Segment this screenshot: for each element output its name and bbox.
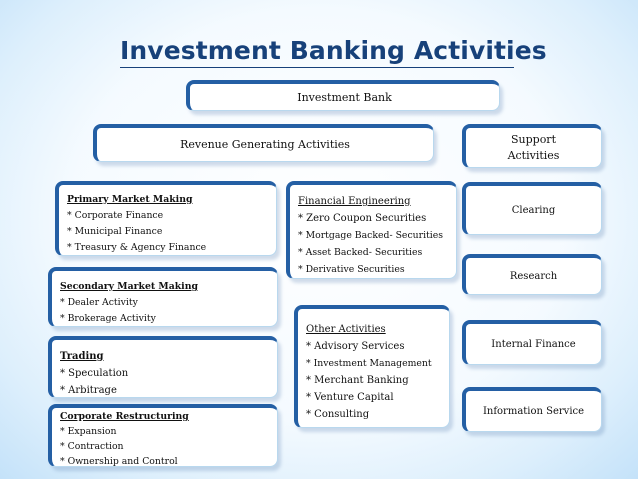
primary-market-item: * Treasury & Agency Finance [67,242,207,253]
financial-engineering-box: Financial Engineering * Zero Coupon Secu… [286,181,457,279]
support-item-label: Clearing [511,204,556,216]
other-activities-item: * Advisory Services [306,341,405,352]
support-item-label: Internal Finance [491,338,576,350]
primary-market-heading: Primary Market Making [67,194,193,205]
corporate-restructuring-box: Corporate Restructuring * Expansion * Co… [48,404,278,467]
revenue-label: Revenue Generating Activities [180,138,350,151]
financial-engineering-item: * Asset Backed- Securities [298,247,423,258]
title-underline [120,67,514,68]
support-item-label: Information Service [482,405,585,417]
primary-market-item: * Corporate Finance [67,210,164,221]
trading-heading: Trading [60,351,104,362]
secondary-market-heading: Secondary Market Making [60,281,198,292]
corporate-restructuring-item: * Ownership and Control [60,456,178,467]
other-activities-item: * Merchant Banking [306,375,409,386]
financial-engineering-item: * Mortgage Backed- Securities [298,230,444,241]
financial-engineering-item: * Derivative Securities [298,264,405,275]
page-title: Investment Banking Activities [120,36,547,65]
trading-item: * Speculation [60,368,129,379]
support-label-line1: Support [510,132,556,146]
support-item-label: Research [509,270,558,282]
other-activities-box: Other Activities * Advisory Services * I… [294,305,450,428]
primary-market-item: * Municipal Finance [67,226,163,237]
root-label: Investment Bank [297,90,392,104]
other-activities-item: * Venture Capital [306,392,394,403]
support-item-internal-finance: Internal Finance [462,320,602,365]
trading-item: * Arbitrage [60,385,117,396]
support-item-research: Research [462,254,602,295]
corporate-restructuring-heading: Corporate Restructuring [60,411,189,422]
secondary-market-item: * Dealer Activity [60,297,138,308]
support-label-line2: Activities [507,148,560,162]
support-item-information-service: Information Service [462,387,602,432]
secondary-market-item: * Brokerage Activity [60,313,156,324]
trading-box: Trading * Speculation * Arbitrage [48,336,278,398]
corporate-restructuring-item: * Expansion [60,426,117,437]
other-activities-item: * Consulting [306,409,370,420]
corporate-restructuring-item: * Contraction [60,441,124,452]
root-box: Investment Bank [186,80,500,111]
revenue-box: Revenue Generating Activities [93,124,434,162]
support-box: Support Activities [462,124,602,168]
primary-market-box: Primary Market Making * Corporate Financ… [55,181,277,256]
financial-engineering-item: * Zero Coupon Securities [298,213,427,224]
financial-engineering-heading: Financial Engineering [298,196,411,207]
other-activities-heading: Other Activities [306,324,386,335]
other-activities-item: * Investment Management [306,358,432,369]
secondary-market-box: Secondary Market Making * Dealer Activit… [48,267,278,327]
support-item-clearing: Clearing [462,182,602,235]
